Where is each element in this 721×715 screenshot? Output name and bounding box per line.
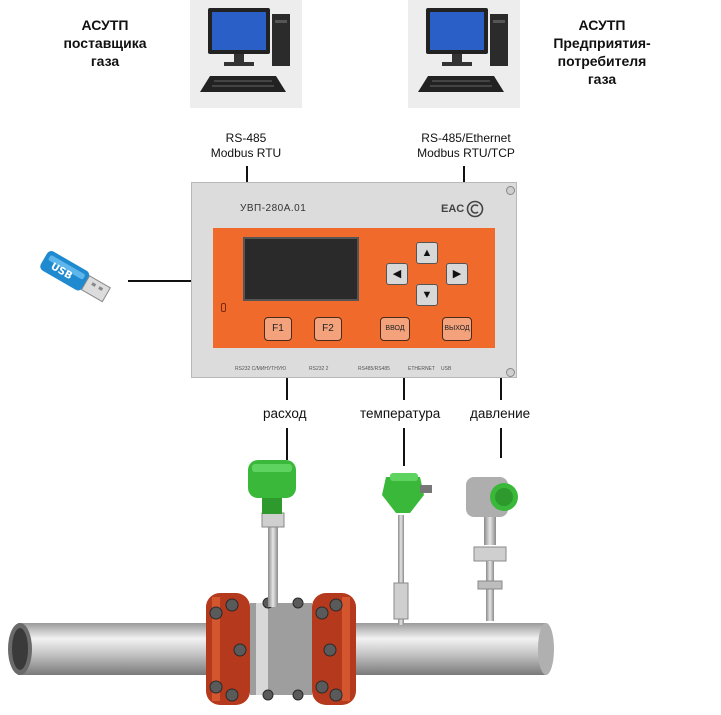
pressure-line-top (500, 378, 502, 400)
left-connection-line (246, 166, 248, 183)
f1-key[interactable]: F1 (264, 317, 292, 341)
port-label: RS485/RS485 (358, 366, 390, 372)
right-connection-line (463, 166, 465, 183)
flow-signal-label: расход (263, 406, 306, 421)
temperature-sensor (382, 473, 432, 625)
certification-logo-icon (466, 200, 484, 218)
right-interface-line1: RS-485/Ethernet (395, 131, 537, 146)
enter-key[interactable]: ВВОД (380, 317, 410, 341)
supplier-title-line2: поставщика (50, 34, 160, 52)
arrow-down-button[interactable]: ▼ (416, 284, 438, 306)
usb-connection-line (128, 280, 192, 282)
consumer-system-title: АСУТП Предприятия- потребителя газа (538, 16, 666, 88)
f2-key[interactable]: F2 (314, 317, 342, 341)
supplier-title-line1: АСУТП (50, 16, 160, 34)
right-interface-label: RS-485/Ethernet Modbus RTU/TCP (395, 131, 537, 161)
flow-line-top (286, 378, 288, 400)
pressure-line-bottom (500, 428, 502, 458)
lcd-display (243, 237, 359, 301)
port-label: ETHERNET (408, 366, 435, 372)
left-interface-label: RS-485 Modbus RTU (190, 131, 302, 161)
consumer-computer (408, 0, 520, 108)
consumer-title-line1: АСУТП (538, 16, 666, 34)
supplier-title-line3: газа (50, 52, 160, 70)
left-interface-line2: Modbus RTU (190, 146, 302, 161)
device-model-label: УВП-280А.01 (240, 203, 306, 214)
right-interface-line2: Modbus RTU/TCP (395, 146, 537, 161)
computer-icon (408, 0, 520, 108)
supplier-system-title: АСУТП поставщика газа (50, 16, 160, 70)
panel-indicator-icon (221, 303, 226, 312)
port-label: RS232 2 (309, 366, 328, 372)
pipeline-illustration (0, 455, 721, 715)
eac-mark: EAC (441, 203, 464, 215)
consumer-title-line4: газа (538, 70, 666, 88)
supplier-computer (190, 0, 302, 108)
mounting-screw (506, 186, 515, 195)
usb-stick-icon: USB (34, 248, 116, 310)
meter-body (250, 603, 312, 695)
pressure-sensor (466, 477, 518, 621)
arrow-left-button[interactable]: ◀ (386, 263, 408, 285)
arrow-right-button[interactable]: ▶ (446, 263, 468, 285)
consumer-title-line3: потребителя (538, 52, 666, 70)
port-label: USB (441, 366, 451, 372)
mounting-screw (506, 368, 515, 377)
temperature-line-top (403, 378, 405, 400)
exit-key[interactable]: ВЫХОД (442, 317, 472, 341)
port-label: RS232 С/МИНУТНУЮ (235, 366, 286, 372)
flow-sensor (248, 460, 296, 607)
pressure-signal-label: давление (470, 406, 530, 421)
left-interface-line1: RS-485 (190, 131, 302, 146)
consumer-title-line2: Предприятия- (538, 34, 666, 52)
arrow-up-button[interactable]: ▲ (416, 242, 438, 264)
temperature-signal-label: температура (360, 406, 440, 421)
computer-icon (190, 0, 302, 108)
